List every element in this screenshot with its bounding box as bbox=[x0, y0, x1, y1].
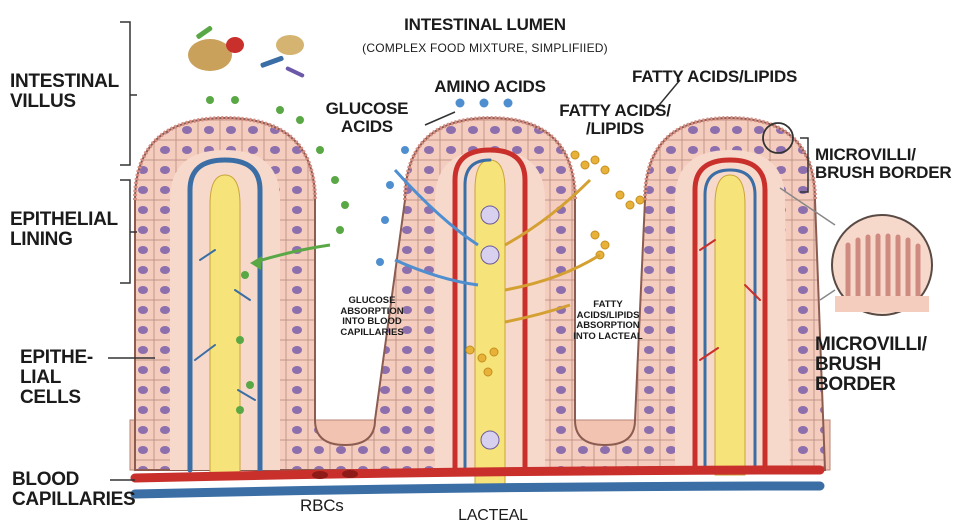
label-amino-acids: AMINO ACIDS bbox=[430, 78, 550, 96]
label-fatty-absorption: FATTY ACIDS/LIPIDS ABSORPTION INTO LACTE… bbox=[568, 300, 648, 343]
label-epithelial-lining: EPITHELIAL LINING bbox=[10, 210, 125, 250]
label-fatty-acids-top: FATTY ACIDS/LIPIDS bbox=[632, 68, 812, 86]
label-fatty-acids-mid: FATTY ACIDS/ /LIPIDS bbox=[555, 102, 675, 138]
label-epithelial-cells: EPITHE- LIAL CELLS bbox=[20, 348, 120, 408]
label-glucose-acids: GLUCOSE ACIDS bbox=[312, 100, 422, 136]
diagram-title: INTESTINAL LUMEN bbox=[380, 16, 590, 34]
diagram-subtitle: (COMPLEX FOOD MIXTURE, SIMPLIFIIED) bbox=[330, 42, 640, 55]
label-microvilli-zoom: MICROVILLI/ BRUSH BORDER bbox=[815, 335, 955, 395]
label-intestinal-villus: INTESTINAL VILLUS bbox=[10, 72, 125, 112]
label-lacteal: LACTEAL bbox=[448, 508, 538, 525]
label-rbcs: RBCs bbox=[300, 497, 344, 515]
food-mixture bbox=[188, 25, 305, 78]
microvilli-zoom bbox=[832, 215, 932, 315]
label-blood-capillaries: BLOOD CAPILLARIES bbox=[12, 470, 132, 510]
label-microvilli-top: MICROVILLI/ BRUSH BORDER bbox=[815, 146, 955, 182]
label-glucose-absorption: GLUCOSE ABSORPTION INTO BLOOD CAPILLARIE… bbox=[332, 296, 412, 339]
